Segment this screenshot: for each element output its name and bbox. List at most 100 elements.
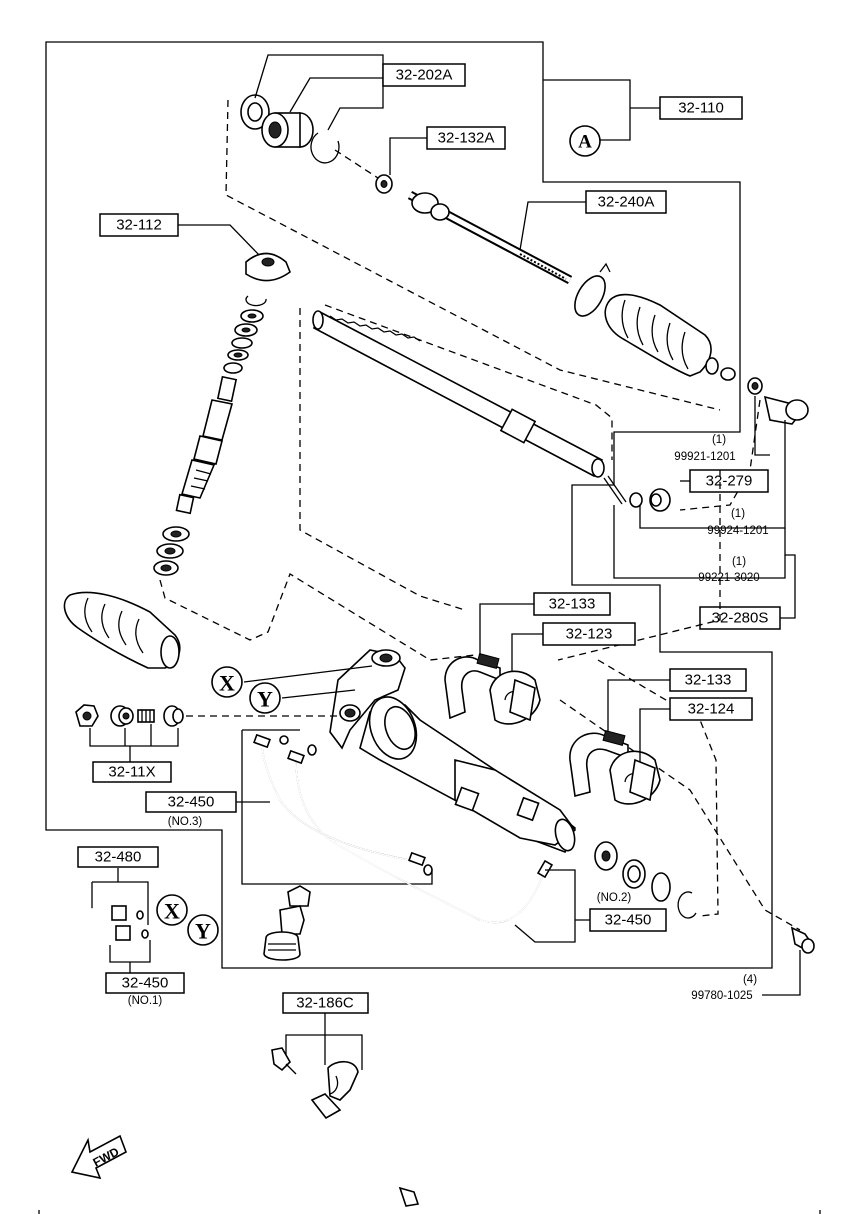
callout-32-110: 32-110 (659, 96, 743, 120)
leader-line (543, 79, 631, 141)
callout-32-202A: 32-202A (382, 63, 466, 87)
guide-line (597, 659, 719, 917)
pressure-line-no3 (253, 733, 554, 924)
gear-housing-part (329, 649, 577, 854)
svg-text:32-202A: 32-202A (396, 67, 453, 84)
part-number-99221-3020: (1) 99221-3020 (698, 556, 759, 584)
return-hose-part (46, 905, 144, 963)
svg-text:A: A (578, 132, 592, 153)
leader-line (511, 633, 543, 672)
snap-ring-part (310, 132, 340, 164)
guide-line (557, 470, 721, 661)
pressure-line-no1 (84, 925, 420, 1207)
svg-text:32-11X: 32-11X (108, 764, 155, 781)
leader-line (607, 679, 670, 732)
oil-seal-part (240, 94, 270, 130)
svg-text:Y: Y (257, 687, 273, 712)
svg-text:99221-3020: 99221-3020 (698, 572, 759, 584)
leader-line (639, 420, 786, 529)
sublabel-no2: (NO.2) (597, 892, 632, 904)
svg-text:32-279: 32-279 (706, 473, 753, 490)
svg-text:(1): (1) (732, 556, 746, 568)
svg-text:32-133: 32-133 (549, 596, 596, 613)
marker-y-hose: Y (187, 914, 219, 946)
leader-line (281, 689, 356, 699)
callout-32-133-b: 32-133 (669, 668, 747, 692)
marker-x-housing: X (211, 666, 243, 698)
leader-line (109, 940, 151, 973)
boot-clamp-part (574, 262, 611, 317)
fitting-cap-part (163, 705, 184, 727)
svg-text:(NO.3): (NO.3) (168, 816, 203, 828)
mount-bolt-part (790, 926, 815, 954)
svg-text:99780-1025: 99780-1025 (691, 990, 752, 1002)
callout-32-280S: 32-280S (699, 606, 781, 630)
svg-text:(NO.2): (NO.2) (597, 892, 632, 904)
svg-text:32-133: 32-133 (685, 672, 732, 689)
leader-line (639, 708, 670, 762)
pinion-shaft-part (175, 375, 238, 515)
leader-line (285, 1013, 363, 1070)
svg-text:99924-1201: 99924-1201 (707, 525, 768, 537)
rack-bushing-part (261, 112, 314, 148)
fwd-arrow-icon: FWD (70, 1134, 127, 1180)
housing-seal-part (594, 841, 697, 919)
leader-line (243, 665, 373, 683)
svg-text:X: X (164, 899, 180, 924)
fitting-spring-part (137, 709, 155, 723)
svg-text:32-280S: 32-280S (712, 610, 769, 627)
svg-text:32-450: 32-450 (605, 912, 652, 929)
mount-bushing-right (609, 750, 661, 805)
pinion-seal-stack (223, 295, 267, 374)
pinion-bearing-part (153, 526, 190, 576)
callout-32-240A: 32-240A (585, 190, 667, 214)
housing-bolt-part (263, 885, 311, 961)
svg-text:32-112: 32-112 (116, 217, 162, 234)
leader-line (613, 505, 786, 579)
svg-text:99921-1201: 99921-1201 (674, 451, 735, 463)
callout-32-450-no3: 32-450 (NO.3) (145, 791, 237, 828)
rack-bar-part (312, 310, 605, 478)
corner-marks (38, 1210, 821, 1214)
callout-32-132A: 32-132A (426, 126, 506, 150)
svg-text:32-186C: 32-186C (296, 995, 354, 1012)
callout-32-450-no1: 32-450 (NO.1) (105, 972, 185, 1007)
dust-cap-part (245, 252, 291, 282)
cotter-pin-part (603, 475, 627, 505)
leader-line (762, 950, 801, 996)
mount-clamp-left (444, 652, 501, 720)
svg-text:32-124: 32-124 (688, 701, 735, 718)
svg-text:(4): (4) (743, 974, 757, 986)
guide-line (334, 149, 379, 179)
boot-cap-part (649, 488, 671, 512)
callout-32-279: 32-279 (689, 469, 769, 493)
mount-bushing-left (489, 670, 541, 725)
svg-text:(NO.1): (NO.1) (128, 995, 163, 1007)
marker-y-housing: Y (249, 682, 281, 714)
svg-text:32-480: 32-480 (95, 849, 142, 866)
callout-32-11X: 32-11X (92, 761, 172, 783)
leader-line (289, 77, 383, 113)
castle-nut-part (629, 492, 643, 508)
leader-line (178, 224, 263, 259)
lock-nut-part (747, 377, 763, 395)
mount-clamp-right (569, 729, 629, 798)
tie-rod-end-part (763, 395, 809, 425)
hose-clamp-part (271, 1047, 359, 1120)
guide-line (559, 699, 801, 931)
group-outline (45, 41, 773, 969)
svg-text:Y: Y (195, 919, 211, 944)
marker-x-hose: X (156, 894, 188, 926)
leader-line (479, 603, 534, 655)
callout-32-124: 32-124 (669, 697, 753, 721)
part-number-99924-1201: (1) 99924-1201 (707, 508, 768, 537)
fitting-nut-part (75, 704, 99, 727)
guide-line (299, 308, 466, 611)
leader-line (514, 869, 590, 943)
callout-32-112: 32-112 (99, 213, 179, 237)
marker-a: A (569, 125, 601, 157)
callout-32-186C: 32-186C (282, 992, 369, 1014)
part-number-99780-1025: (4) 99780-1025 (691, 974, 757, 1002)
svg-text:(1): (1) (731, 508, 745, 520)
